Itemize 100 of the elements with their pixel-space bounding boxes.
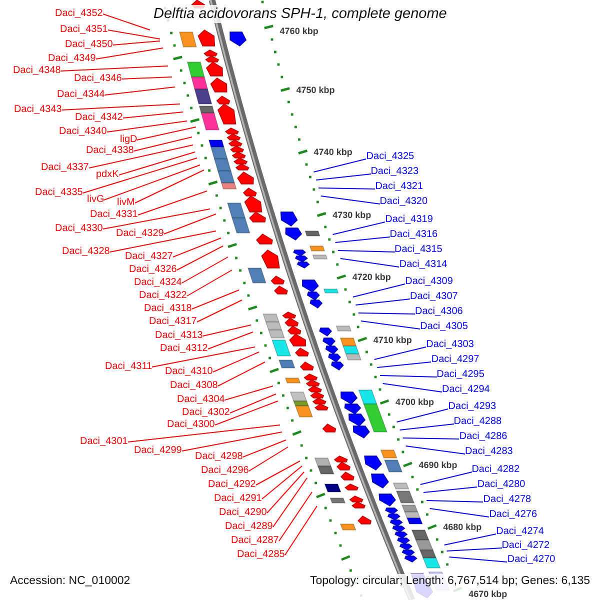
leader-line <box>355 298 410 306</box>
scale-label: 4730 kbp <box>332 210 372 220</box>
gene-label: Daci_4282 <box>472 464 520 474</box>
gene-label: Daci_4323 <box>370 167 418 177</box>
gene-label: Daci_4294 <box>442 384 490 394</box>
gene-label: Daci_4343 <box>14 105 62 115</box>
leader-line <box>214 400 278 426</box>
leader-line <box>248 446 288 472</box>
leader-line <box>96 48 164 60</box>
leader-line <box>262 466 302 500</box>
scale-label: 4700 kbp <box>394 397 436 407</box>
leader-line <box>202 324 252 336</box>
leader-line <box>62 104 180 110</box>
gene-label: Daci_4316 <box>390 230 438 240</box>
leader-line <box>122 76 172 80</box>
gene-label: Daci_4352 <box>55 9 103 19</box>
gene-label: Daci_4342 <box>75 113 123 123</box>
gene-label: Daci_4349 <box>48 54 96 64</box>
leader-line <box>104 164 200 200</box>
gene-label: Daci_4317 <box>149 317 197 327</box>
leader-line <box>128 424 280 442</box>
gene-label: Daci_4330 <box>55 224 103 234</box>
leader-line <box>426 500 484 502</box>
leader-line <box>358 312 416 314</box>
gene-label: Daci_4318 <box>144 304 192 314</box>
leader-line <box>429 508 490 518</box>
leader-line <box>405 446 466 454</box>
gene-label: Daci_4292 <box>208 480 256 490</box>
gene-label: Daci_4300 <box>167 420 215 430</box>
gene-label: livG <box>87 195 104 205</box>
gene-label: Daci_4312 <box>160 344 208 354</box>
leader-line <box>396 408 448 422</box>
scale-label: 4740 kbp <box>312 147 354 157</box>
gene-label: Daci_4351 <box>60 25 108 35</box>
leader-line <box>112 40 160 46</box>
leader-line <box>423 486 478 493</box>
scale-label: 4690 kbp <box>418 460 458 470</box>
gene-label: Daci_4326 <box>129 265 177 275</box>
leader-line <box>230 394 276 414</box>
leader-line <box>218 362 266 386</box>
gene-label: Daci_4320 <box>380 197 428 207</box>
leader-line <box>176 246 224 270</box>
scale-label: 4670 kbp <box>468 589 508 599</box>
leader-line <box>399 424 454 430</box>
leader-line <box>134 136 192 152</box>
leader-line <box>318 188 376 190</box>
gene-label: Daci_4274 <box>496 527 544 537</box>
gene-label: Daci_4272 <box>502 541 550 551</box>
leader-line <box>134 170 204 204</box>
gene-label: Daci_4348 <box>13 66 61 76</box>
gene-label: Daci_4299 <box>134 446 182 456</box>
leader-line <box>380 375 438 378</box>
gene-label: Daci_4283 <box>465 447 513 457</box>
scale-label: 4680 kbp <box>442 522 483 532</box>
gene-label: Daci_4280 <box>477 480 526 490</box>
gene-label: Daci_4315 <box>394 244 442 254</box>
gene-label: Daci_4278 <box>483 494 532 504</box>
leader-line <box>444 534 496 546</box>
gene-label: Daci_4276 <box>489 510 537 520</box>
leader-line <box>212 352 260 372</box>
leader-line <box>448 556 508 562</box>
leader-line <box>352 284 406 298</box>
leader-line <box>88 144 194 168</box>
leader-line <box>82 158 198 194</box>
genome-stats-text: Topology: circular; Length: 6,767,514 bp; Genes: 6,135 <box>310 574 590 588</box>
leader-line <box>208 332 254 350</box>
gene-label: Daci_4350 <box>65 40 113 50</box>
gene-label: Daci_4288 <box>454 417 502 427</box>
leader-line <box>256 460 300 486</box>
accession-text: Accession: NC_010002 <box>10 574 130 588</box>
gene-label: Daci_4297 <box>431 354 480 364</box>
leader-line <box>376 362 432 368</box>
leader-line <box>164 214 216 234</box>
gene-label: Daci_4270 <box>507 555 556 565</box>
scale-label: 4750 kbp <box>295 84 336 94</box>
leader-line <box>102 14 150 30</box>
gene-label: Daci_4305 <box>420 322 468 332</box>
gene-label: Daci_4344 <box>57 90 105 100</box>
gene-label: Daci_4290 <box>219 508 267 518</box>
leader-line <box>196 300 242 322</box>
leader-line <box>340 258 400 268</box>
leader-line <box>402 438 460 440</box>
gene-label: Daci_4298 <box>195 452 243 462</box>
gene-label: Daci_4319 <box>385 214 433 224</box>
gene-label: Daci_4338 <box>86 146 134 156</box>
gene-label: Daci_4321 <box>375 182 423 192</box>
leader-line <box>60 66 168 72</box>
gene-label: livM <box>117 198 135 208</box>
gene-label: Daci_4337 <box>41 163 89 173</box>
gene-label: Daci_4325 <box>366 152 414 162</box>
leader-line <box>446 548 502 552</box>
leader-line <box>186 270 232 296</box>
leader-line <box>106 120 188 132</box>
gene-label: Daci_4302 <box>182 408 230 418</box>
gene-label: Daci_4313 <box>155 331 203 341</box>
leader-line <box>152 346 256 368</box>
leader-line <box>266 472 304 514</box>
gene-label: Daci_4293 <box>448 402 496 412</box>
leader-line <box>136 126 196 140</box>
leader-line <box>284 506 318 556</box>
